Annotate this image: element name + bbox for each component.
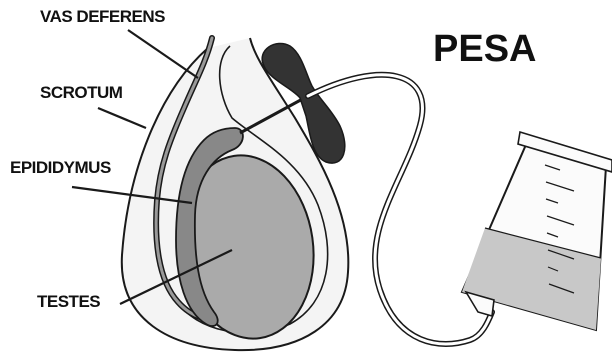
diagram-title: PESA <box>433 28 536 71</box>
label-testes: TESTES <box>37 292 100 312</box>
label-scrotum: SCROTUM <box>40 83 122 103</box>
label-vas-deferens: VAS DEFERENS <box>40 7 165 27</box>
label-epididymus: EPIDIDYMUS <box>10 158 111 178</box>
leader-vas-deferens <box>128 30 198 78</box>
syringe <box>462 132 612 330</box>
leader-scrotum <box>98 108 146 128</box>
